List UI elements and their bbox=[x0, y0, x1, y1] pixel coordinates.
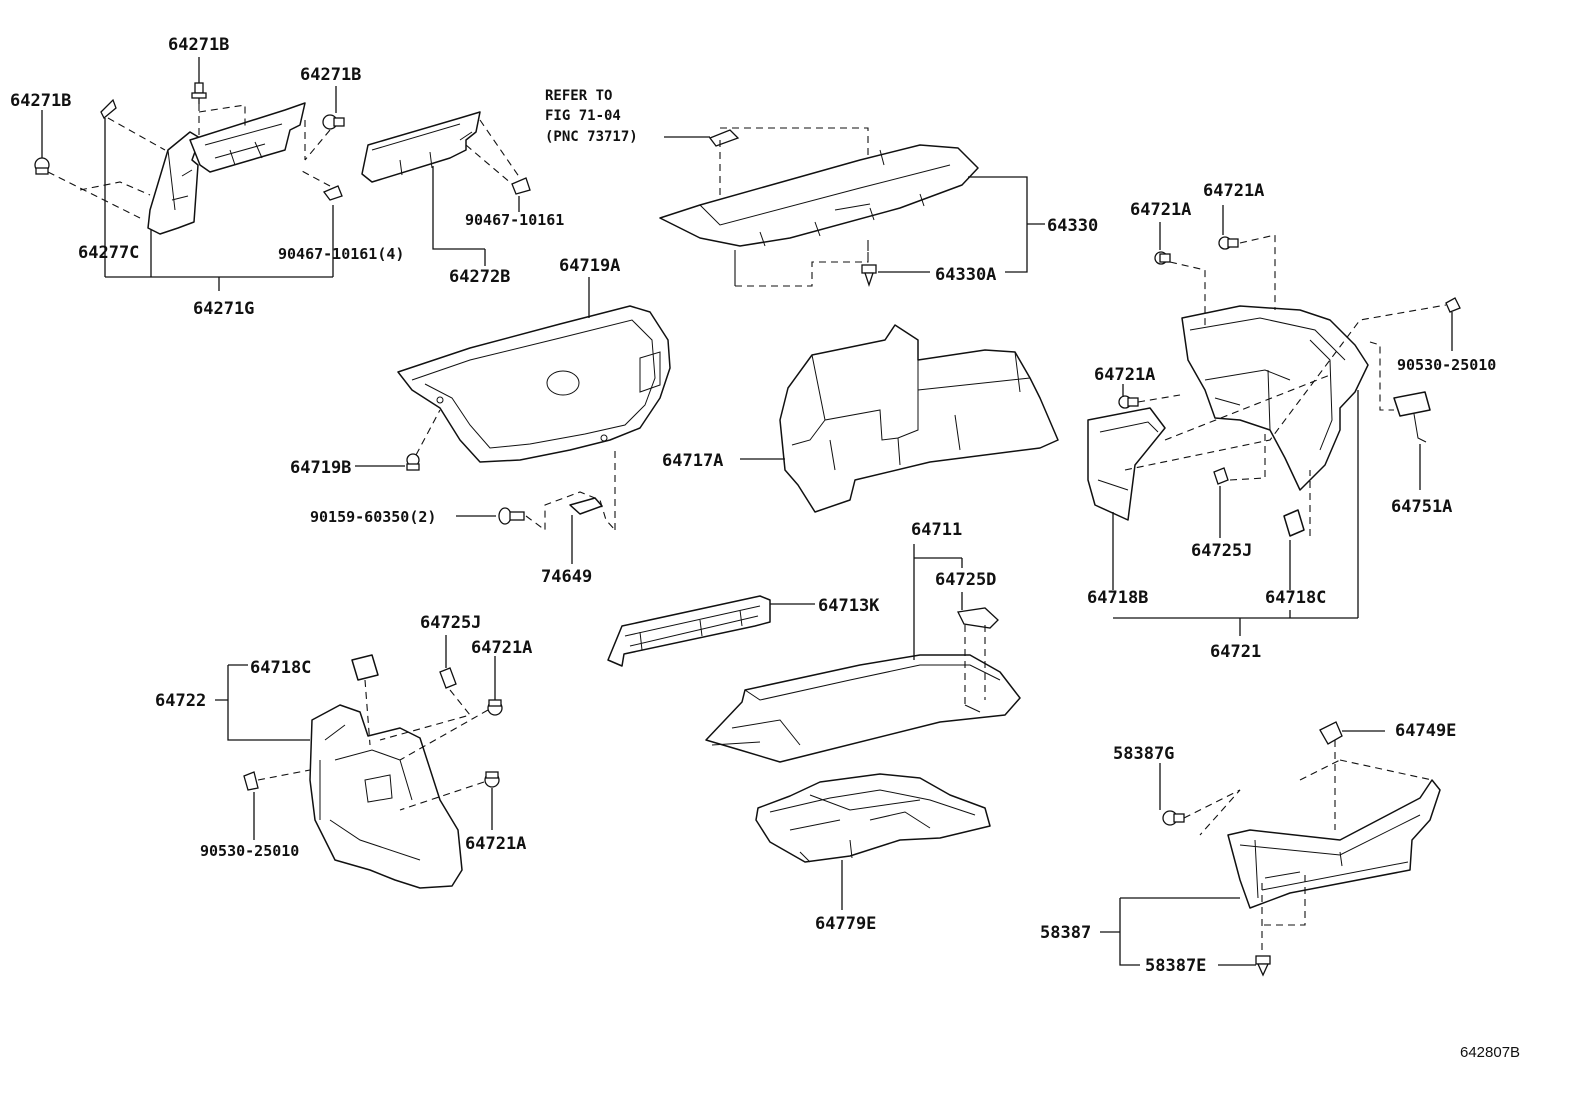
clip-64721a-left-top[interactable] bbox=[487, 699, 503, 716]
label-64271b-b: 64271B bbox=[10, 91, 71, 111]
group-64717a bbox=[740, 324, 1059, 513]
label-64725d: 64725D bbox=[935, 570, 996, 590]
part-64717a-trunk-mat[interactable] bbox=[779, 324, 1059, 513]
label-64330a: 64330A bbox=[935, 265, 996, 285]
clip-64330a[interactable] bbox=[861, 264, 877, 288]
clip-64721a-top-right[interactable] bbox=[1218, 236, 1239, 250]
label-64749e: 64749E bbox=[1395, 721, 1456, 741]
reference-note-line2: FIG 71-04 bbox=[545, 108, 621, 124]
clip-64721a-left-bottom[interactable] bbox=[484, 771, 500, 788]
clip-64271b-left[interactable] bbox=[34, 157, 50, 175]
reference-note-line1: REFER TO bbox=[545, 88, 612, 104]
clip-64725j-left[interactable] bbox=[439, 667, 457, 689]
label-64711: 64711 bbox=[911, 520, 962, 540]
part-58387-sill-plate[interactable] bbox=[1227, 779, 1441, 909]
label-58387e: 58387E bbox=[1145, 956, 1206, 976]
group-64719a bbox=[355, 277, 671, 564]
label-64725j-b: 64725J bbox=[420, 613, 481, 633]
reference-note-line3: (PNC 73717) bbox=[545, 129, 638, 145]
part-64718b[interactable] bbox=[1087, 407, 1166, 521]
label-64721a-b: 64721A bbox=[1203, 181, 1264, 201]
clip-64749e[interactable] bbox=[1319, 721, 1343, 745]
label-64721a-a: 64721A bbox=[1130, 200, 1191, 220]
part-64272b-panel[interactable] bbox=[361, 111, 481, 183]
part-64721-side-trim[interactable] bbox=[1181, 305, 1369, 491]
group-64721 bbox=[1087, 205, 1461, 636]
label-64719a: 64719A bbox=[559, 256, 620, 276]
group-64271g bbox=[34, 57, 345, 291]
part-64277c-bracket[interactable] bbox=[147, 131, 201, 235]
label-64721a-e: 64721A bbox=[465, 834, 526, 854]
label-74649: 74649 bbox=[541, 567, 592, 587]
part-64719a-trunk-lid-liner[interactable] bbox=[397, 305, 671, 463]
part-64722-side-trim[interactable] bbox=[309, 704, 463, 889]
labels: 64271B 64271B 64271B 64277C 90467-10161(… bbox=[10, 35, 1520, 1061]
label-64719b: 64719B bbox=[290, 458, 351, 478]
label-90159-60350-2: 90159-60350(2) bbox=[310, 508, 436, 526]
label-58387g: 58387G bbox=[1113, 744, 1174, 764]
part-64779e-tray[interactable] bbox=[755, 773, 991, 863]
pin-left-top[interactable] bbox=[100, 98, 117, 120]
label-58387: 58387 bbox=[1040, 923, 1091, 943]
label-64717a: 64717A bbox=[662, 451, 723, 471]
label-64721a-d: 64721A bbox=[471, 638, 532, 658]
part-64271g-bracket[interactable] bbox=[189, 102, 306, 173]
label-64721: 64721 bbox=[1210, 642, 1261, 662]
part-64751a[interactable] bbox=[1393, 391, 1431, 417]
sheet-id: 642807B bbox=[1460, 1044, 1520, 1061]
clip-64725d[interactable] bbox=[957, 607, 999, 629]
clip-64271b-top[interactable] bbox=[191, 82, 207, 104]
clip-90530-25010-right[interactable] bbox=[1445, 297, 1461, 313]
part-64330-package-tray[interactable] bbox=[659, 144, 979, 247]
label-64277c: 64277C bbox=[78, 243, 139, 263]
label-64722: 64722 bbox=[155, 691, 206, 711]
label-64718b: 64718B bbox=[1087, 588, 1148, 608]
label-90467-10161: 90467-10161 bbox=[465, 211, 564, 229]
clip-64271b-right[interactable] bbox=[322, 114, 345, 130]
label-90467-10161-4: 90467-10161(4) bbox=[278, 245, 404, 263]
clip-90467-10161[interactable] bbox=[511, 177, 531, 195]
label-64721a-c: 64721A bbox=[1094, 365, 1155, 385]
label-64718c-b: 64718C bbox=[250, 658, 311, 678]
label-64272b: 64272B bbox=[449, 267, 510, 287]
label-64779e: 64779E bbox=[815, 914, 876, 934]
part-74649[interactable] bbox=[569, 497, 603, 515]
group-64722 bbox=[215, 635, 503, 889]
clip-58387g[interactable] bbox=[1162, 810, 1185, 826]
label-90530-25010-b: 90530-25010 bbox=[200, 842, 299, 860]
group-64272b bbox=[361, 111, 531, 266]
group-64330 bbox=[659, 127, 1045, 288]
ref-part-73717[interactable] bbox=[708, 129, 740, 147]
label-64330: 64330 bbox=[1047, 216, 1098, 236]
part-64718c-right[interactable] bbox=[1283, 509, 1305, 537]
label-64725j-a: 64725J bbox=[1191, 541, 1252, 561]
group-64779e bbox=[755, 773, 991, 910]
clip-58387e[interactable] bbox=[1255, 955, 1271, 977]
part-64718c-left[interactable] bbox=[351, 654, 379, 681]
label-90530-25010-a: 90530-25010 bbox=[1397, 356, 1496, 374]
clip-64721a-top-left[interactable] bbox=[1154, 251, 1171, 265]
label-64751a: 64751A bbox=[1391, 497, 1452, 517]
clip-90467-10161-4[interactable] bbox=[322, 185, 343, 201]
label-64713k: 64713K bbox=[818, 596, 880, 616]
clip-64721a-mid[interactable] bbox=[1118, 395, 1139, 409]
label-64718c-a: 64718C bbox=[1265, 588, 1326, 608]
label-64271b-a: 64271B bbox=[168, 35, 229, 55]
part-64711-deck-board[interactable] bbox=[705, 654, 1021, 763]
clip-90530-25010-left[interactable] bbox=[243, 771, 259, 791]
part-64713k-rail[interactable] bbox=[607, 595, 771, 667]
clip-64725j-right[interactable] bbox=[1213, 467, 1229, 485]
bolt-90159-60350[interactable] bbox=[498, 507, 525, 525]
label-64271g: 64271G bbox=[193, 299, 254, 319]
group-64711 bbox=[607, 544, 1021, 763]
label-64271b-c: 64271B bbox=[300, 65, 361, 85]
group-58387 bbox=[1100, 721, 1441, 977]
screw-64719b[interactable] bbox=[406, 453, 420, 471]
